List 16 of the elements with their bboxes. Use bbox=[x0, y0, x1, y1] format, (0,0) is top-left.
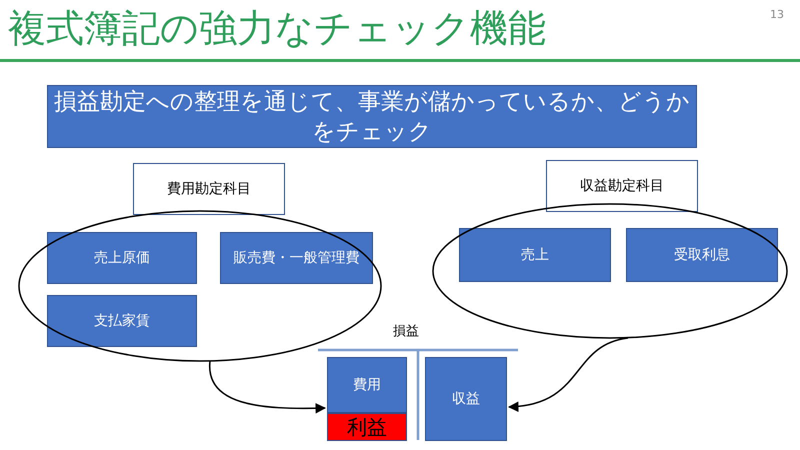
slide-title: 複式簿記の強力なチェック機能 bbox=[8, 5, 546, 52]
banner: 損益勘定への整理を通じて、事業が儲かっているか、どうかをチェック bbox=[47, 85, 697, 148]
account-box: 支払家賃 bbox=[47, 295, 197, 347]
account-box: 収益 bbox=[425, 357, 507, 441]
profit-box: 利益 bbox=[327, 413, 407, 441]
account-title: 損益 bbox=[393, 323, 419, 340]
slide-number: 13 bbox=[770, 8, 784, 21]
account-box: 受取利息 bbox=[626, 228, 778, 282]
account-box: 売上 bbox=[459, 228, 611, 282]
account-box: 収益勘定科目 bbox=[546, 160, 698, 212]
account-box: 費用勘定科目 bbox=[133, 163, 285, 215]
arrow bbox=[209, 361, 326, 414]
account-box: 売上原価 bbox=[47, 232, 197, 284]
account-box: 費用 bbox=[327, 357, 407, 413]
account-box: 販売費・一般管理費 bbox=[220, 232, 373, 284]
arrow bbox=[508, 337, 628, 412]
